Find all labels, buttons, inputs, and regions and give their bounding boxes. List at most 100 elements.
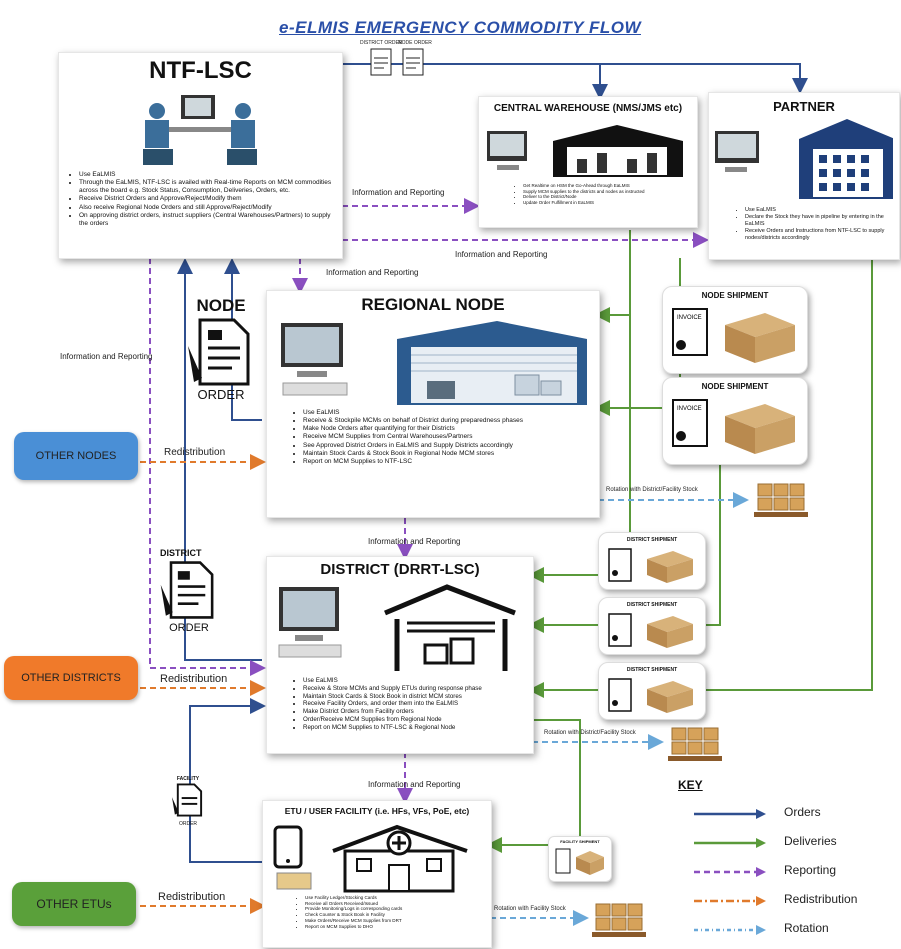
key-item-reporting: Reporting xyxy=(690,860,890,882)
ntf-bullets: Use EaLMISThrough the EaLMIS, NTF-LSC is… xyxy=(65,171,336,228)
warehouse-bullet: Update Order Fulfillment in EaLMIS xyxy=(523,200,687,206)
etu-facility-icon xyxy=(273,824,468,893)
rotation-label-3: Rotation with Facility Stock xyxy=(494,906,566,912)
warehouse-bullets: Get Realtime on HSM the Go-Ahead through… xyxy=(509,183,687,206)
info-reporting-label-5: Information and Reporting xyxy=(368,780,461,789)
etu-bullet: Make Orders/Receive MCM Supplies from DR… xyxy=(305,918,483,924)
ntf-bullet: Also receive Regional Node Orders and st… xyxy=(79,204,336,212)
shipment-invoice-box-icon xyxy=(608,678,693,713)
shipment-invoice-box-icon xyxy=(608,613,693,648)
node-shipment-2: NODE SHIPMENT INVOICE xyxy=(662,377,808,465)
key-label-orders: Orders xyxy=(784,805,821,819)
district-shipment-1-title: DISTRICT SHIPMENT xyxy=(626,537,678,543)
warehouse-bullet: Get Realtime on HSM the Go-Ahead through… xyxy=(523,183,687,189)
district-bullet: Order/Receive MCM Supplies from Regional… xyxy=(303,716,525,724)
redistribution-label-1: Redistribution xyxy=(164,447,226,458)
ntf-bullet: Receive District Orders and Approve/Reje… xyxy=(79,195,336,203)
partner-card: PARTNER Use EaLMISDeclare the Stock they… xyxy=(708,92,900,260)
regional-bullet: Use EaLMIS xyxy=(303,409,589,417)
redistribution-label-2: Redistribution xyxy=(160,673,228,685)
key-label-reporting: Reporting xyxy=(784,863,837,877)
district-bullet: Report on MCM Supplies to NTF-LSC & Regi… xyxy=(303,724,525,732)
district-order-sub: ORDER xyxy=(169,622,209,634)
key-label-rotation: Rotation xyxy=(784,921,829,935)
key-line-reporting xyxy=(694,867,766,877)
warehouse-bullet: Supply MCM supplies to the districts and… xyxy=(523,189,687,195)
district-card: DISTRICT (DRRT-LSC) Use EaLMISReceive & … xyxy=(266,556,534,754)
etu-title: ETU / USER FACILITY (i.e. HFs, VFs, PoE,… xyxy=(284,806,470,816)
info-reporting-label-2: Information and Reporting xyxy=(455,250,548,259)
top-district-order-label: DISTRICT ORDER xyxy=(360,40,403,46)
rotation-label-1: Rotation with District/Facility Stock xyxy=(606,487,698,493)
regional-bullet: See Approved District Orders in EaLMIS a… xyxy=(303,442,589,450)
info-reporting-label-left: Information and Reporting xyxy=(60,352,153,361)
ntf-bullet: Use EaLMIS xyxy=(79,171,336,179)
district-order-word: DISTRICT xyxy=(160,548,202,558)
district-shipment-1: DISTRICT SHIPMENT xyxy=(598,532,706,590)
etu-bullet: Report on MCM Supplies to DHO xyxy=(305,924,483,930)
etu-card: ETU / USER FACILITY (i.e. HFs, VFs, PoE,… xyxy=(262,800,492,948)
facility-order-word: FACILITY xyxy=(176,776,200,782)
node-shipment-2-title: NODE SHIPMENT xyxy=(701,382,769,391)
node-order-word: NODE xyxy=(196,296,246,315)
other-districts-box: OTHER DISTRICTS xyxy=(4,656,138,700)
warehouse-title: CENTRAL WAREHOUSE (NMS/JMS etc) xyxy=(493,103,683,114)
key-line-deliveries xyxy=(694,838,766,848)
regional-bullet: Maintain Stock Cards & Stock Book in Reg… xyxy=(303,450,589,458)
ntf-lsc-title: NTF-LSC xyxy=(149,57,252,84)
regional-bullet: Report on MCM Supplies to NTF-LSC xyxy=(303,458,589,466)
key-line-orders xyxy=(694,809,766,819)
order-line-district xyxy=(177,258,262,661)
regional-node-title: REGIONAL NODE xyxy=(361,295,505,314)
key-item-orders: Orders xyxy=(690,802,890,824)
node-order-document: NODE ORDER xyxy=(178,296,264,408)
node-order-sub: ORDER xyxy=(197,387,245,402)
key-item-redistribution: Redistribution xyxy=(690,889,890,911)
partner-bullet: Use EaLMIS xyxy=(745,207,891,214)
node-shipment-1: NODE SHIPMENT INVOICE xyxy=(662,286,808,374)
delivery-node-district xyxy=(528,408,721,633)
ntf-bullet: On approving district orders, instruct s… xyxy=(79,212,336,228)
central-warehouse-card: CENTRAL WAREHOUSE (NMS/JMS etc) Get Real… xyxy=(478,96,698,228)
district-bullet: Receive & Store MCMs and Supply ETUs dur… xyxy=(303,685,525,693)
regional-bullet: Receive MCM Supplies from Central Wareho… xyxy=(303,433,589,441)
shipment-invoice-box-icon xyxy=(608,548,693,583)
delivery-wh-node xyxy=(594,230,631,323)
order-line-node xyxy=(224,258,262,421)
key-label-redistribution: Redistribution xyxy=(784,892,858,906)
facility-order-sub: ORDER xyxy=(178,821,198,827)
pallet-stock-icon xyxy=(668,727,722,761)
report-left xyxy=(149,258,266,676)
svg-text:INVOICE: INVOICE xyxy=(677,406,702,412)
district-shipment-2-title: DISTRICT SHIPMENT xyxy=(626,602,678,608)
district-shipment-3: DISTRICT SHIPMENT xyxy=(598,662,706,720)
partner-bullet: Receive Orders and Instructions from NTF… xyxy=(745,228,891,242)
info-reporting-label-4: Information and Reporting xyxy=(368,537,461,546)
district-store-icon xyxy=(278,584,516,671)
warehouse-icon xyxy=(487,125,683,177)
regional-node-card: REGIONAL NODE Use EaLMISReceive & Stockp… xyxy=(266,290,600,518)
district-bullets: Use EaLMISReceive & Store MCMs and Suppl… xyxy=(289,677,525,731)
other-nodes-box: OTHER NODES xyxy=(14,432,138,480)
district-order-document: DISTRICT ORDER xyxy=(152,548,226,644)
district-title: DISTRICT (DRRT-LSC) xyxy=(320,561,480,578)
partner-title: PARTNER xyxy=(773,99,835,114)
key-item-rotation: Rotation xyxy=(690,918,890,940)
etu-bullet: Check Counter & Stock Book in Facility xyxy=(305,912,483,918)
district-order-doc-icon-large xyxy=(160,561,214,619)
facility-shipment-title: FACILITY SHIPMENT xyxy=(560,839,600,844)
district-shipment-3-title: DISTRICT SHIPMENT xyxy=(626,667,678,673)
order-line-ntf-partner xyxy=(600,63,808,94)
top-node-order-label: NODE ORDER xyxy=(398,40,432,46)
delivery-district-etu xyxy=(486,719,581,853)
regional-bullet: Make Node Orders after quantifying for t… xyxy=(303,425,589,433)
pallet-stock-icon xyxy=(592,903,646,937)
etu-bullets: Use Facility Ledger/Stocking CardsReceiv… xyxy=(291,895,483,929)
ntf-bullet: Through the EaLMIS, NTF-LSC is availed w… xyxy=(79,179,336,195)
district-bullet: Use EaLMIS xyxy=(303,677,525,685)
key-title: KEY xyxy=(678,778,703,792)
ntf-lsc-card: NTF-LSC Use EaLMISThrough the EaLMIS, NT… xyxy=(58,52,343,259)
key-label-deliveries: Deliveries xyxy=(784,834,837,848)
partner-bullet: Declare the Stock they have in pipeline … xyxy=(745,214,891,228)
